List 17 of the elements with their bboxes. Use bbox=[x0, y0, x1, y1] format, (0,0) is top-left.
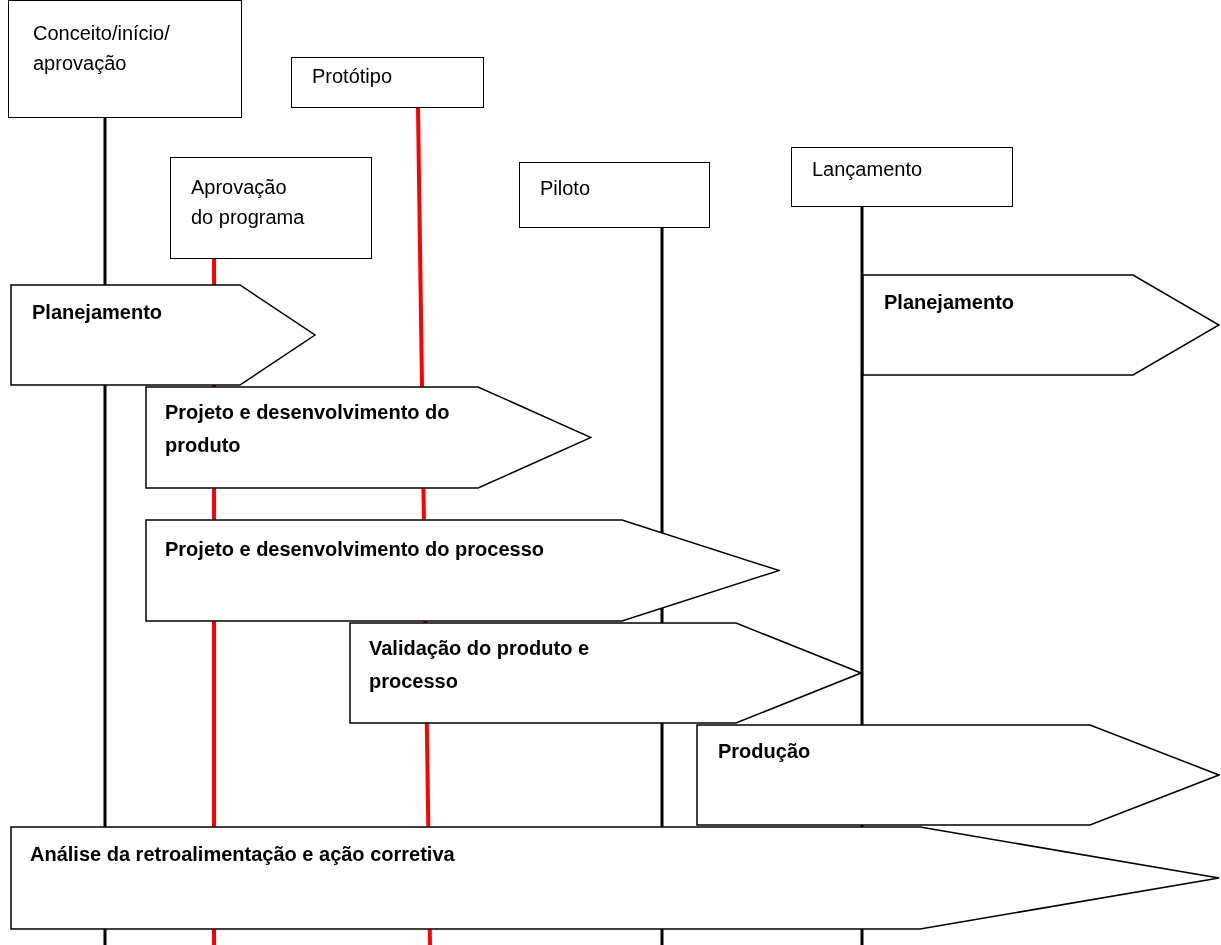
milestone-label: Aprovação do programa bbox=[191, 175, 306, 230]
phase-label: Planejamento bbox=[32, 300, 163, 325]
phase-label: Produção bbox=[718, 739, 811, 764]
milestone-box bbox=[8, 0, 242, 118]
milestone-box bbox=[291, 57, 484, 108]
phase-label: Análise da retroalimentação e ação corretiva bbox=[30, 842, 455, 867]
milestone-box bbox=[170, 157, 372, 259]
milestone-label: Protótipo bbox=[312, 64, 393, 89]
milestone-box bbox=[519, 162, 710, 228]
milestone-label: Conceito/início/ aprovação bbox=[33, 21, 171, 76]
milestone-label: Lançamento bbox=[812, 157, 923, 182]
phase-label: Projeto e desenvolvimento do processo bbox=[165, 537, 544, 562]
milestone-label: Piloto bbox=[540, 176, 591, 201]
milestone-box bbox=[791, 147, 1013, 207]
phase-label: Validação do produto e processo bbox=[369, 636, 591, 694]
phase-label: Planejamento bbox=[884, 290, 1015, 315]
phase-label: Projeto e desenvolvimento do produto bbox=[165, 400, 451, 458]
